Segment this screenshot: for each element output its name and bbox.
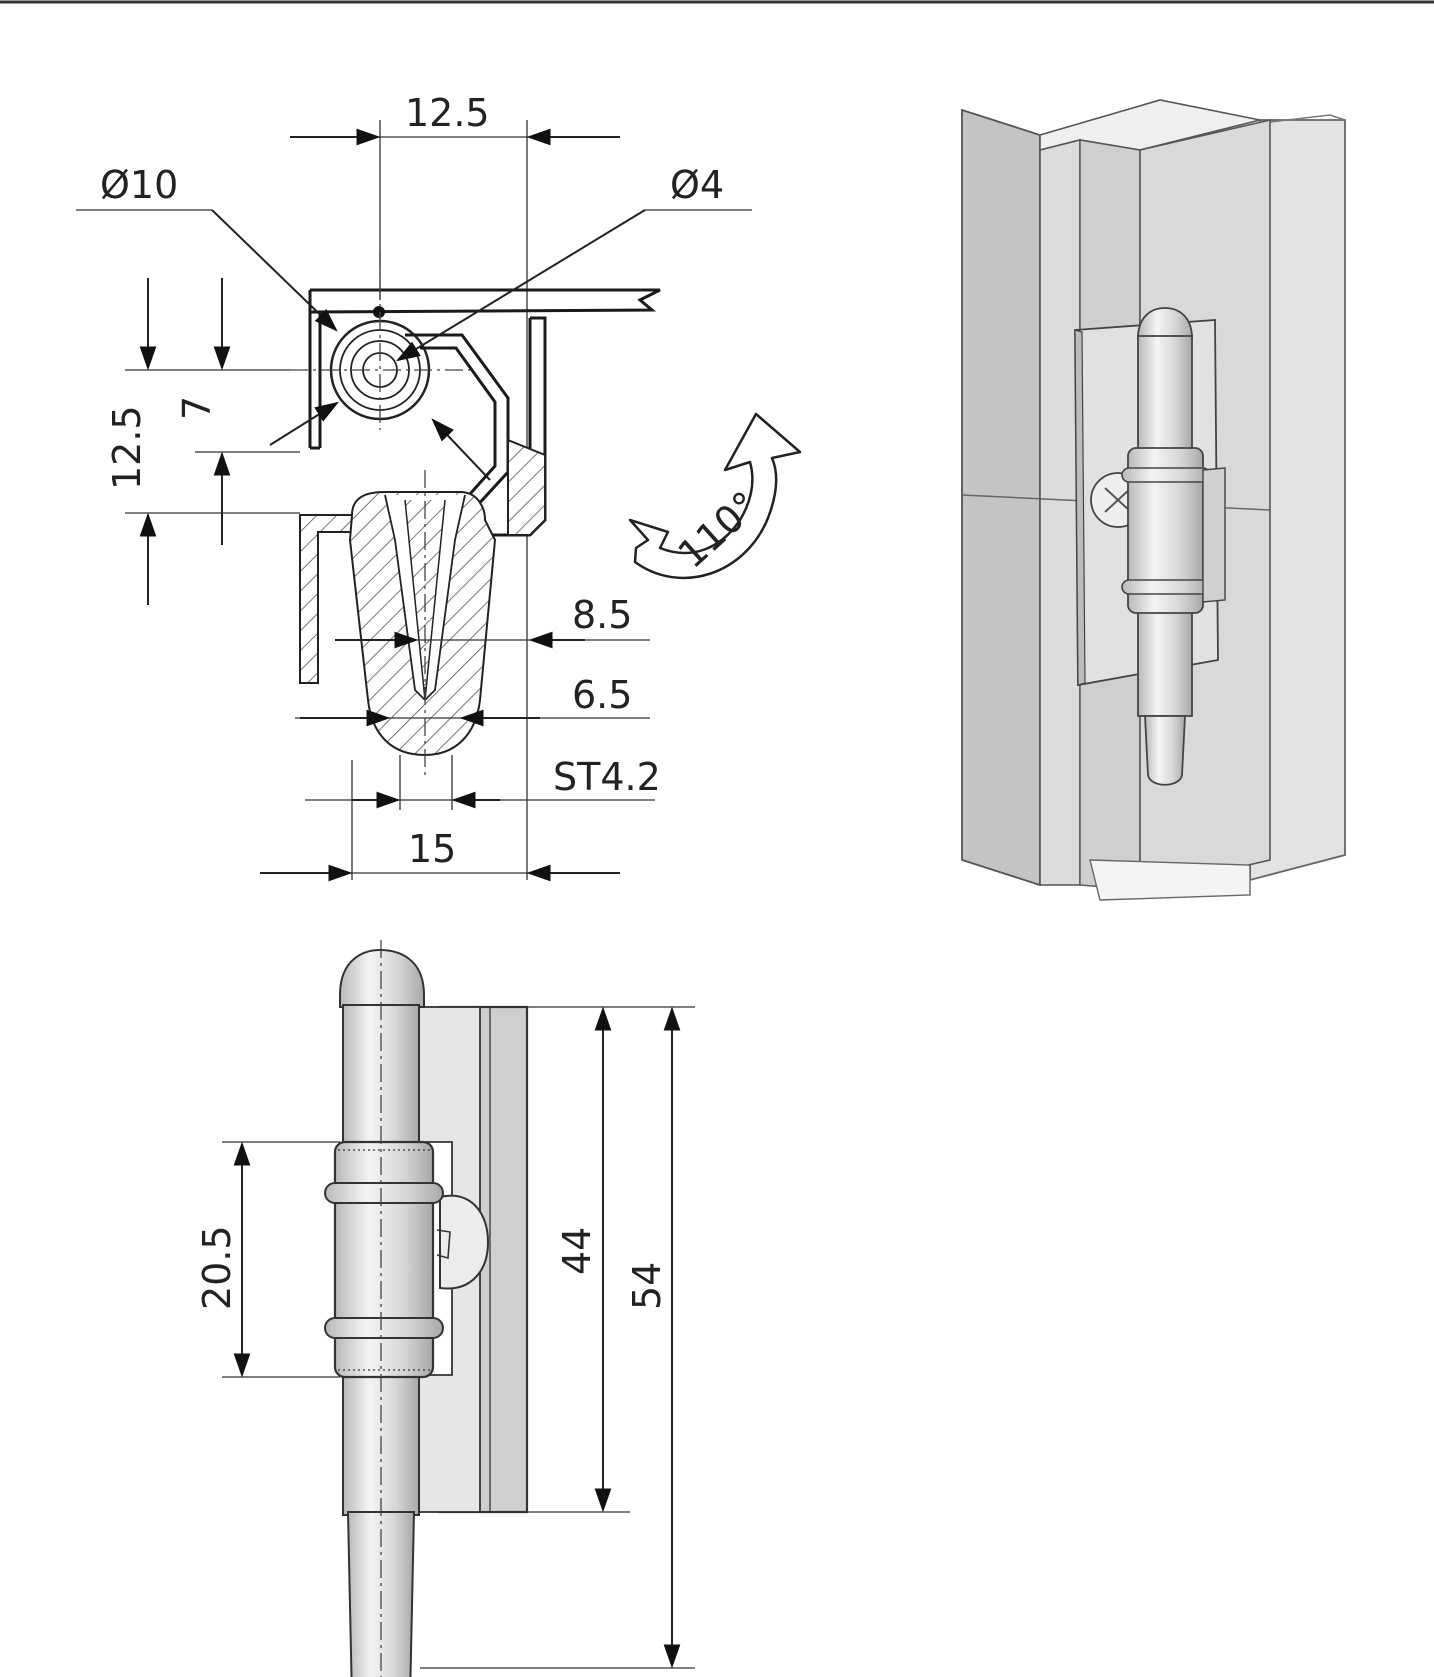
dim-left-height: 12.5	[105, 405, 149, 490]
rotation-indicator: 110°	[628, 412, 802, 580]
dim-inner-height: 7	[175, 396, 219, 420]
dim-screw: ST4.2	[553, 755, 661, 799]
dim-total-height: 54	[625, 1262, 669, 1310]
dim-pin-diameter: Ø10	[100, 163, 178, 207]
dim-top-width: 12.5	[405, 91, 490, 135]
section-view: 12.5 Ø10 Ø4 12.5	[76, 91, 752, 882]
dim-leaf-height: 44	[555, 1227, 599, 1275]
dim-tip-width: 6.5	[572, 673, 632, 717]
rotation-arrow-icon	[628, 412, 802, 580]
dim-hole-diameter: Ø4	[670, 163, 724, 207]
isometric-view	[961, 99, 1346, 901]
pin-head	[339, 948, 425, 1008]
dim-bottom-width: 15	[408, 827, 456, 871]
dim-barrel-height: 20.5	[195, 1225, 239, 1310]
screw-head	[439, 1194, 490, 1290]
hinge-barrel	[333, 1140, 435, 1379]
dim-wing-width: 8.5	[572, 593, 632, 637]
front-view: 20.5 44 54	[195, 940, 695, 1677]
